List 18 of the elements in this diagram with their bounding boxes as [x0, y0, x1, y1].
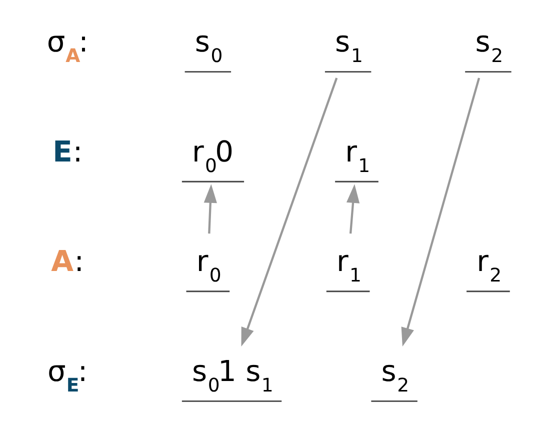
arrow — [241, 78, 338, 346]
node-text: s$_{0}$1 s$_{1}$ — [192, 354, 274, 396]
label: σ$_{E}$: — [48, 354, 88, 396]
arrow — [401, 78, 480, 347]
label: A: — [51, 244, 84, 278]
node-text: s$_{0}$ — [194, 24, 223, 68]
arrow — [204, 184, 217, 234]
label: σ$_{A}$: — [46, 24, 88, 68]
label: E: — [52, 134, 83, 168]
node-text: r$_{1}$ — [336, 244, 362, 287]
node-text: s$_{2}$ — [381, 354, 410, 396]
arrow — [346, 184, 360, 234]
node-text: r$_{0}$0 — [192, 134, 234, 177]
node-text: s$_{1}$ — [335, 24, 363, 68]
node-text: r$_{1}$ — [345, 134, 370, 177]
node-text: r$_{0}$ — [196, 244, 222, 287]
node-text: r$_{2}$ — [476, 244, 502, 287]
node-text: s$_{2}$ — [475, 24, 504, 68]
